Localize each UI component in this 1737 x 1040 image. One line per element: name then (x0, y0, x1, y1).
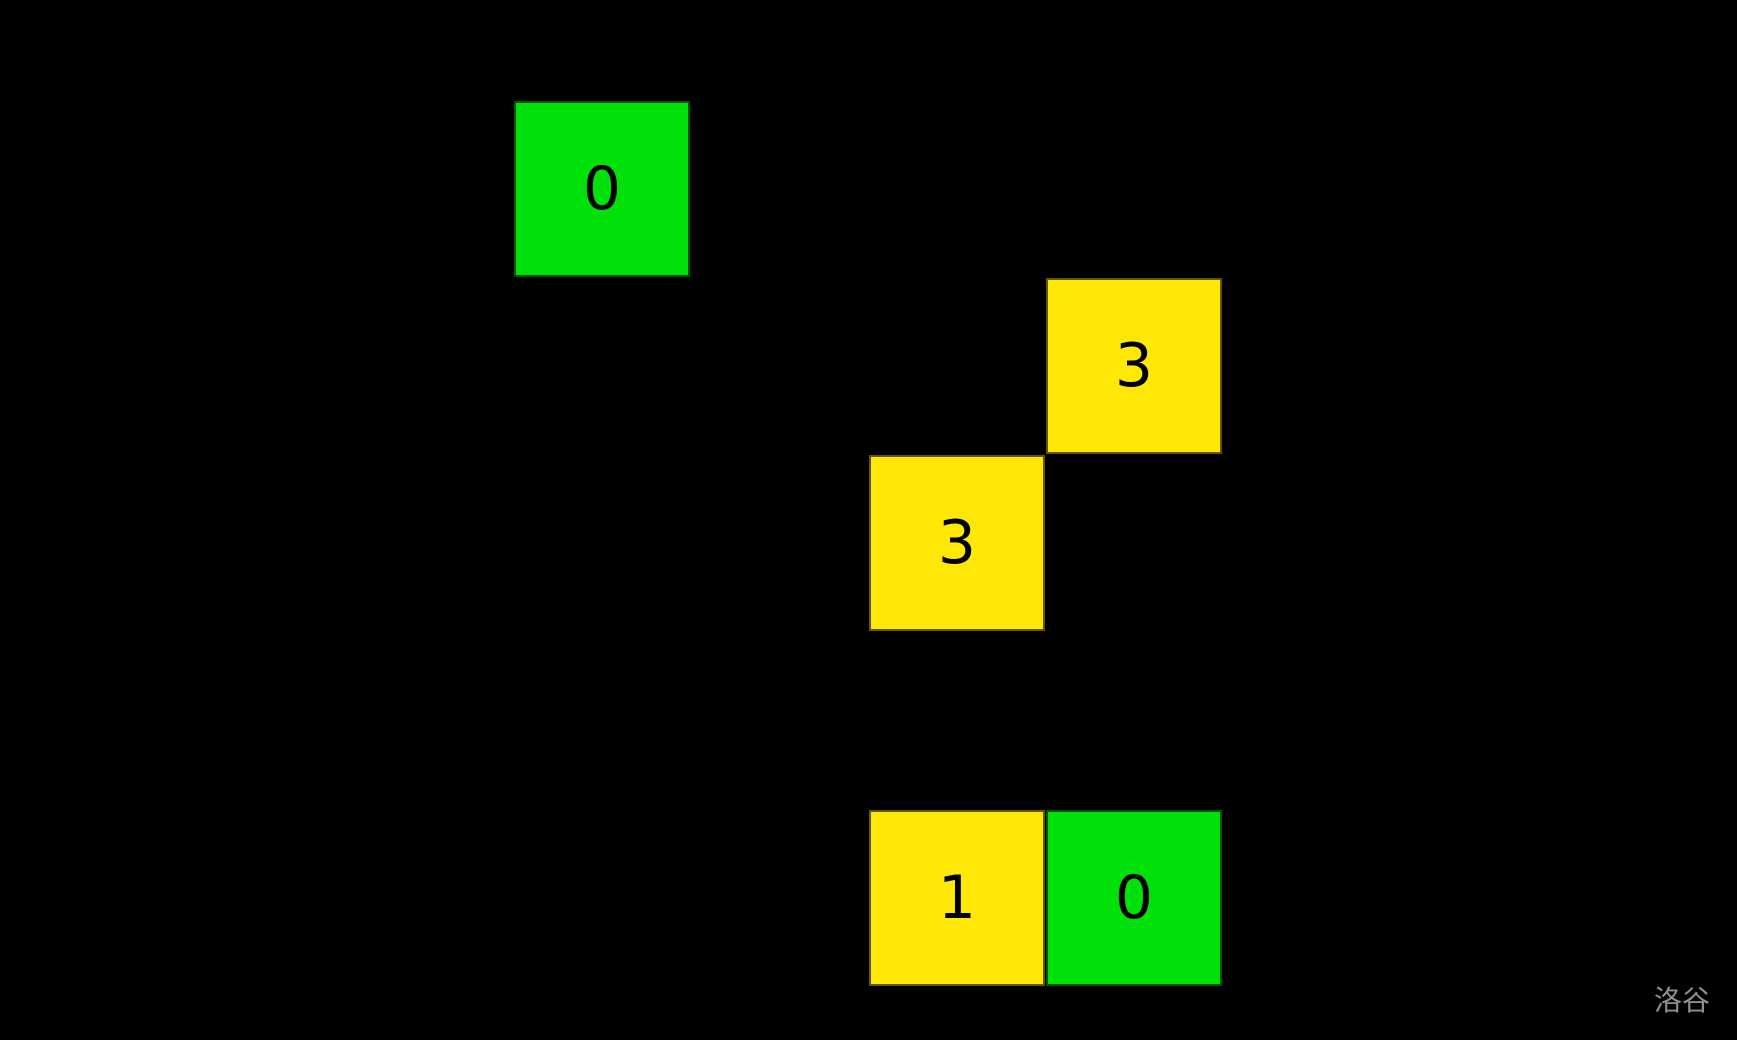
luogu-watermark: 洛谷 (1653, 984, 1710, 1017)
grid-cell-yellow-1-bottom: 1 (869, 810, 1045, 986)
grid-cell-yellow-3-lower: 3 (869, 455, 1045, 631)
grid-cell-green-0-bottom: 0 (1046, 810, 1222, 986)
grid-cell-yellow-3-upper: 3 (1046, 278, 1222, 454)
grid-cell-green-0-top: 0 (514, 101, 690, 277)
